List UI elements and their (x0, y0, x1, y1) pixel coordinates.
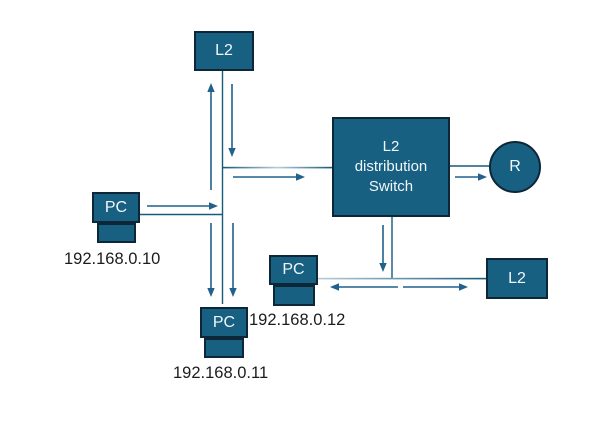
switch-label-line3: Switch (368, 178, 414, 195)
arrow-switch-to-router-icon (455, 173, 487, 181)
pc-bottom-stand (204, 338, 244, 358)
pc-right-stand (273, 285, 315, 306)
node-l2-top[interactable]: L2 (194, 31, 254, 71)
node-l2-right-label: L2 (508, 269, 526, 287)
router-label: R (509, 158, 521, 175)
arrow-pc-left-to-junction-icon (147, 202, 218, 210)
pc-right-to-l2-line (318, 277, 486, 280)
ip-label-pc-bottom: 192.168.0.11 (173, 364, 269, 382)
node-pc-bottom[interactable]: PC (200, 307, 248, 338)
node-l2-top-label: L2 (215, 42, 233, 59)
arrow-down-to-pc-bottom-left-icon (207, 223, 215, 297)
arrow-up-to-l2-top-icon (207, 83, 215, 190)
arrow-down-to-pc-bottom-right-icon (229, 223, 237, 297)
arrow-right-to-switch-icon (233, 173, 305, 181)
node-l2-right[interactable]: L2 (486, 258, 548, 299)
node-pc-left[interactable]: PC (92, 192, 140, 223)
pc-left-label: PC (104, 198, 128, 216)
ip-label-pc-left: 192.168.0.10 (64, 250, 161, 268)
pc-bottom-label: PC (212, 313, 236, 331)
arrow-left-to-pc-right-icon (330, 283, 398, 291)
junction-to-switch-line (223, 166, 332, 169)
arrow-switch-down-icon (379, 225, 387, 272)
switch-label-line1: L2 (382, 138, 400, 155)
pc-right-label: PC (282, 261, 305, 278)
node-pc-right[interactable]: PC (269, 255, 318, 285)
node-l2-distribution-switch[interactable]: L2 distribution Switch (332, 117, 450, 217)
node-router[interactable]: R (489, 141, 541, 193)
arrow-down-from-l2-top-icon (228, 84, 236, 157)
ip-label-pc-right: 192.168.0.12 (249, 311, 346, 329)
arrow-right-to-l2-right-icon (403, 283, 468, 291)
pc-left-stand (97, 223, 136, 243)
switch-label-line2: distribution (354, 158, 428, 175)
